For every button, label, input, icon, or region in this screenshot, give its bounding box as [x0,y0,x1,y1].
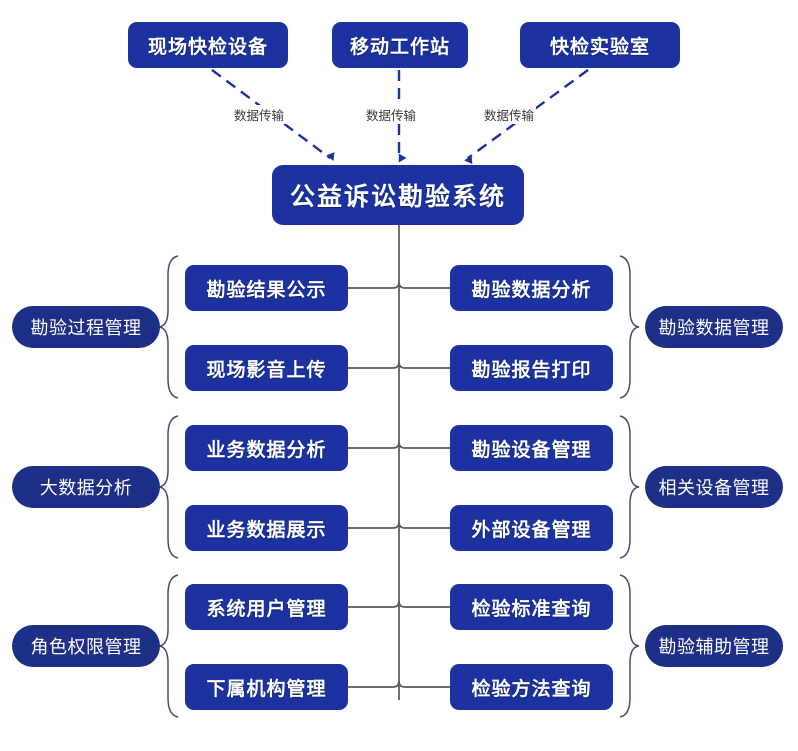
leaf-box-external-device-mgmt[interactable]: 外部设备管理 [450,505,613,551]
source-box-field-device[interactable]: 现场快检设备 [128,22,288,68]
leaf-box-inspection-standard-query[interactable]: 检验标准查询 [450,584,613,630]
branch-row3-right-a [398,600,450,608]
brace-left-row3 [158,574,179,718]
branch-row3-right-b [398,680,450,688]
leaf-box-subordinate-org-mgmt[interactable]: 下属机构管理 [185,664,348,710]
edge-label-mobile-workstation: 数据传输 [364,105,419,124]
brace-right-row1 [619,255,640,399]
group-pill-big-data[interactable]: 大数据分析 [12,466,160,508]
edge-label-field-device: 数据传输 [232,105,287,124]
leaf-box-inspection-result-publish[interactable]: 勘验结果公示 [185,265,348,311]
group-pill-related-devices[interactable]: 相关设备管理 [645,466,783,508]
branch-row1-right-b [398,361,450,369]
leaf-box-system-user-mgmt[interactable]: 系统用户管理 [185,584,348,630]
branch-row2-right-b [398,521,450,529]
group-pill-inspection-data[interactable]: 勘验数据管理 [645,306,783,348]
group-pill-role-permission[interactable]: 角色权限管理 [12,625,160,667]
leaf-box-onsite-media-upload[interactable]: 现场影音上传 [185,345,348,391]
leaf-box-inspection-data-analysis[interactable]: 勘验数据分析 [450,265,613,311]
brace-right-row3 [619,574,640,718]
brace-left-row1 [158,255,179,399]
branch-row2-left-a [348,441,400,449]
branch-row1-left-a [348,281,400,289]
leaf-box-inspection-device-mgmt[interactable]: 勘验设备管理 [450,425,613,471]
leaf-box-inspection-report-print[interactable]: 勘验报告打印 [450,345,613,391]
group-pill-inspection-support[interactable]: 勘验辅助管理 [645,625,783,667]
branch-row3-left-b [348,680,400,688]
brace-left-row2 [158,415,179,559]
source-box-mobile-workstation[interactable]: 移动工作站 [332,22,468,68]
leaf-box-business-data-analysis[interactable]: 业务数据分析 [185,425,348,471]
branch-row3-left-a [348,600,400,608]
source-box-rapid-lab[interactable]: 快检实验室 [520,22,680,68]
leaf-box-business-data-display[interactable]: 业务数据展示 [185,505,348,551]
leaf-box-inspection-method-query[interactable]: 检验方法查询 [450,664,613,710]
brace-right-row2 [619,415,640,559]
edge-label-rapid-lab: 数据传输 [482,105,537,124]
branch-row2-right-a [398,441,450,449]
branch-row2-left-b [348,521,400,529]
branch-row1-right-a [398,281,450,289]
group-pill-inspection-process[interactable]: 勘验过程管理 [12,306,160,348]
main-system-box[interactable]: 公益诉讼勘验系统 [272,165,524,225]
branch-row1-left-b [348,361,400,369]
